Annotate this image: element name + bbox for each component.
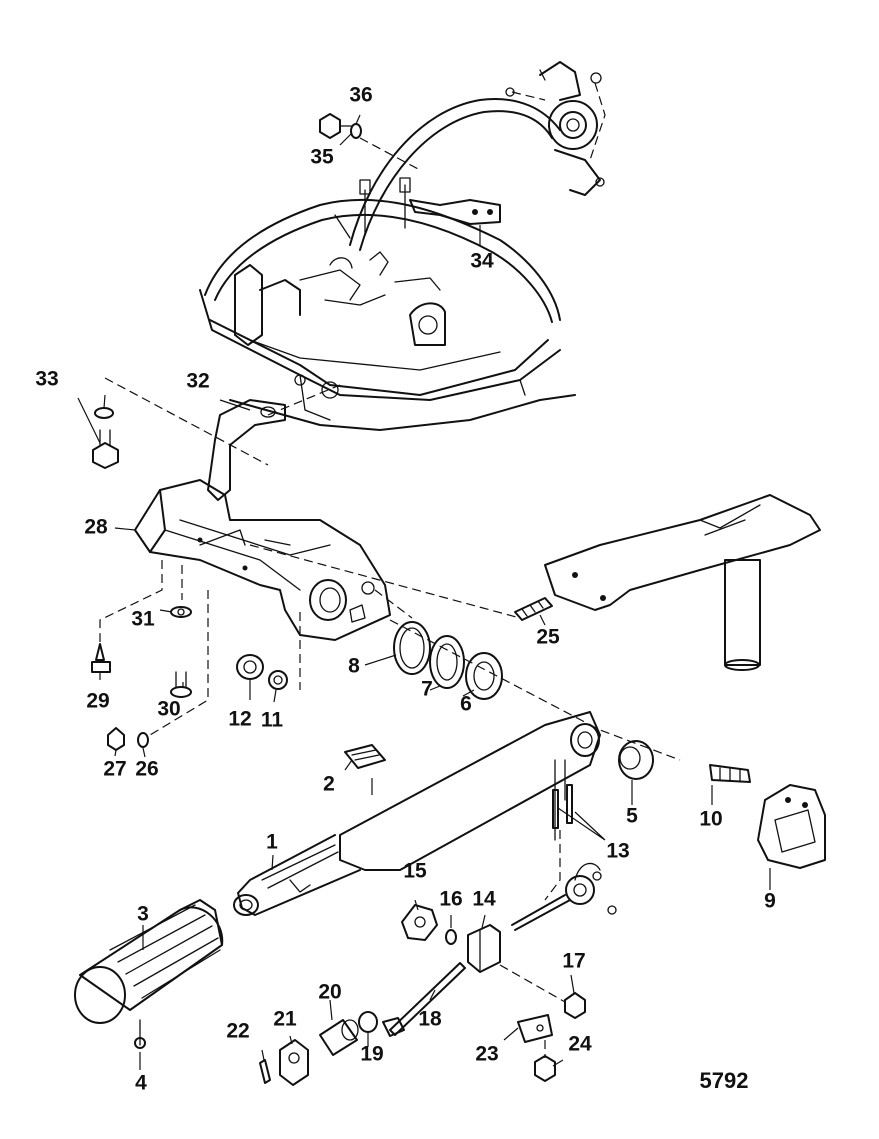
figure-number: 5792 — [700, 1068, 749, 1093]
callout-8: 8 — [348, 655, 360, 678]
callout-15: 15 — [403, 860, 427, 883]
screw-10 — [709, 764, 751, 783]
callout-6: 6 — [460, 693, 472, 716]
callout-4: 4 — [135, 1072, 147, 1095]
callout-10: 10 — [699, 808, 722, 831]
tiller-arm-housing — [233, 711, 601, 916]
callout-14: 14 — [472, 888, 496, 911]
support-arm — [544, 494, 821, 671]
callout-30: 30 — [157, 698, 180, 721]
callout-17: 17 — [562, 950, 585, 973]
cover-9 — [757, 784, 826, 869]
callout-26: 26 — [135, 758, 158, 781]
callout-20: 20 — [318, 981, 341, 1004]
screw-24 — [534, 1055, 556, 1082]
callout-19: 19 — [360, 1043, 383, 1066]
callout-29: 29 — [86, 690, 109, 713]
plate-23 — [517, 1014, 553, 1058]
callout-27: 27 — [103, 758, 126, 781]
throttle-pins-13 — [544, 784, 573, 901]
callout-35: 35 — [310, 146, 334, 169]
knob-15 — [401, 904, 438, 941]
rod-18 — [382, 962, 466, 1037]
callout-33: 33 — [35, 368, 58, 391]
callout-labels: 1 2 3 4 5 6 7 8 9 10 11 12 13 14 15 16 1… — [35, 84, 776, 1095]
screw-25 — [514, 597, 553, 621]
shift-cable-link — [334, 98, 561, 251]
callout-2: 2 — [323, 773, 335, 796]
callout-24: 24 — [568, 1033, 592, 1056]
swivel-bracket-frame — [199, 198, 576, 431]
pin-22 — [259, 1059, 271, 1084]
decal-2 — [344, 744, 386, 769]
callout-22: 22 — [226, 1020, 249, 1043]
callout-leaders — [77, 114, 771, 1070]
nut-17 — [499, 964, 586, 1019]
callout-31: 31 — [131, 608, 155, 631]
bushings-11-12 — [236, 654, 288, 690]
callout-16: 16 — [439, 888, 462, 911]
throttle-shaft-assembly — [511, 862, 617, 931]
callout-3: 3 — [137, 903, 149, 926]
friction-block-14 — [467, 924, 501, 973]
assembly-lines-bracket — [99, 544, 521, 736]
callout-36: 36 — [349, 84, 372, 107]
sleeve-20 — [319, 1019, 359, 1056]
callout-25: 25 — [536, 626, 560, 649]
clamp-21 — [279, 1039, 309, 1086]
callout-28: 28 — [84, 516, 108, 539]
tiller-grip — [74, 899, 224, 1049]
bushing-5 — [618, 740, 654, 780]
callout-1: 1 — [266, 831, 278, 854]
rings-6-7-8 — [389, 619, 681, 761]
callout-23: 23 — [475, 1043, 498, 1066]
callout-11: 11 — [261, 709, 284, 732]
bushing-19 — [358, 1011, 378, 1033]
callout-34: 34 — [470, 250, 494, 273]
shift-lever-assembly — [505, 61, 606, 196]
callout-7: 7 — [421, 678, 433, 701]
callout-32: 32 — [186, 370, 209, 393]
washer-16 — [445, 929, 457, 945]
callout-21: 21 — [273, 1008, 297, 1031]
callout-9: 9 — [764, 890, 776, 913]
callout-12: 12 — [228, 708, 251, 731]
callout-13: 13 — [606, 840, 629, 863]
mounting-bracket — [134, 479, 391, 641]
callout-18: 18 — [418, 1008, 442, 1031]
callout-5: 5 — [626, 805, 638, 828]
